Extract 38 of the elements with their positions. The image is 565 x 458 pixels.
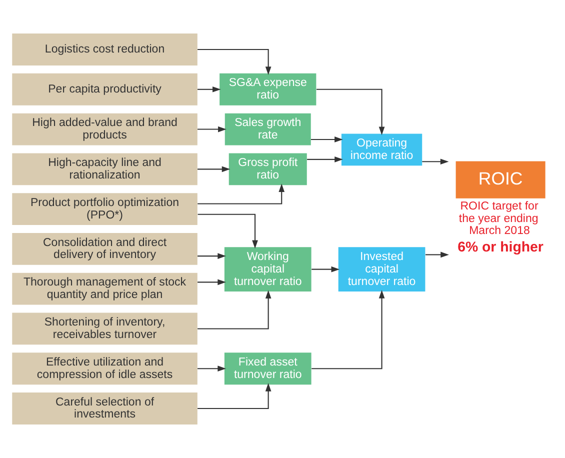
node-box: Thorough management of stock quantity and price plan — [12, 272, 198, 305]
node-box: Consolidation and direct delivery of inventory — [12, 233, 198, 265]
arrow — [316, 88, 385, 136]
node-box: SG&A expense ratio — [220, 73, 316, 106]
arrow — [312, 266, 340, 272]
arrow — [422, 158, 449, 165]
node-box: Effective utilization and compression of idle assets — [12, 352, 198, 385]
node-box: Working capital turnover ratio — [224, 247, 312, 292]
node-box: Per capita productivity — [12, 73, 198, 106]
node-box: Fixed asset turnover ratio — [224, 352, 312, 385]
arrow — [198, 166, 230, 172]
arrow — [307, 156, 343, 162]
arrow — [198, 253, 226, 259]
arrow — [198, 214, 258, 249]
arrow — [198, 48, 272, 76]
node-box: Product portfolio optimization (PPO*) — [12, 193, 198, 225]
node-label: 6% or higher — [458, 239, 544, 256]
arrow — [312, 290, 385, 370]
node-box: Operating income ratio — [341, 134, 422, 166]
node-box: Careful selection of investments — [12, 392, 198, 424]
arrow — [198, 290, 272, 330]
arrow — [198, 382, 272, 410]
node-box: Logistics cost reduction — [12, 34, 198, 66]
arrow — [198, 366, 226, 372]
node-box: High-capacity line and rationalization — [12, 153, 198, 186]
arrow — [198, 184, 285, 204]
node-box: Gross profit ratio — [228, 153, 307, 186]
arrow — [198, 86, 221, 92]
node-box: ROIC — [456, 161, 546, 198]
arrow — [426, 252, 449, 258]
arrow — [198, 279, 226, 286]
arrow — [310, 136, 343, 142]
arrow — [198, 126, 226, 132]
node-box: Invested capital turnover ratio — [338, 247, 426, 292]
node-box: Shortening of inventory, receivables turnover — [12, 312, 198, 345]
node-label: ROIC target for the year ending March 2018 — [458, 200, 538, 238]
node-box: Sales growth rate — [224, 113, 311, 146]
node-box: High added-value and brand products — [12, 113, 198, 146]
